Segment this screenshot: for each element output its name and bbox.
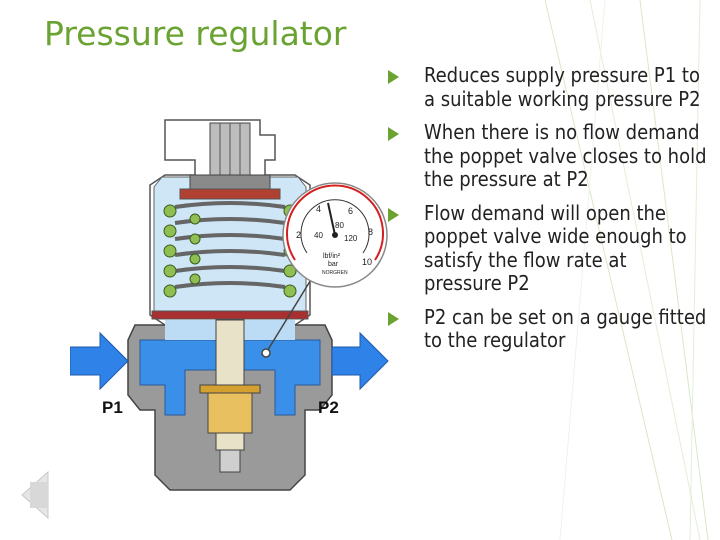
gauge-brand: NORGREN: [322, 270, 348, 276]
bullet-text: Flow demand will open the poppet valve w…: [424, 200, 687, 295]
gauge-tick-bar: 4: [316, 204, 321, 214]
poppet-valve: [199, 319, 261, 473]
gauge-unit-psi: lbf/in²: [323, 253, 341, 260]
lower-chamber: [139, 339, 321, 416]
bullet-item: When there is no flow demand the poppet …: [388, 120, 708, 192]
gauge-tick-bar: 6: [348, 206, 353, 216]
gauge-unit-bar: bar: [328, 261, 339, 268]
back-arrow-icon[interactable]: [20, 470, 50, 520]
pressure-regulator-diagram: 2 4 6 8 10 40 80 120 lbf/in² bar NORGREN…: [70, 119, 389, 491]
gauge-tick-psi: 80: [335, 221, 344, 230]
inlet-label: P1: [102, 398, 123, 417]
inlet-flow-arrow: [70, 331, 129, 391]
outlet-label: P2: [318, 398, 339, 417]
gauge-tick-bar: 8: [368, 227, 373, 237]
spring-plate: [179, 188, 281, 200]
bullet-item: Flow demand will open the poppet valve w…: [388, 200, 708, 296]
bullet-text: When there is no flow demand the poppet …: [424, 120, 707, 191]
bullet-list: Reduces supply pressure P1 to a suitable…: [388, 63, 708, 363]
bullet-arrow-icon: [388, 70, 399, 84]
gauge-tick-bar: 10: [362, 257, 372, 267]
slide-title: Pressure regulator: [44, 14, 347, 53]
bullet-item: Reduces supply pressure P1 to a suitable…: [388, 63, 708, 111]
gauge-tick-bar: 2: [296, 230, 301, 240]
bullet-text: Reduces supply pressure P1 to a suitable…: [424, 63, 701, 111]
gauge-tick-psi: 40: [314, 231, 323, 240]
diaphragm: [151, 310, 309, 320]
bullet-arrow-icon: [388, 207, 399, 222]
bullet-text: P2 can be set on a gauge fitted to the r…: [424, 304, 707, 352]
adjusting-knob: [189, 122, 271, 190]
pressure-gauge: 2 4 6 8 10 40 80 120 lbf/in² bar NORGREN: [282, 182, 388, 288]
bullet-arrow-icon: [388, 127, 399, 141]
gauge-tick-psi: 120: [344, 234, 358, 243]
bullet-arrow-icon: [388, 311, 399, 326]
main-spring: [174, 201, 286, 289]
outlet-flow-arrow: [331, 331, 389, 391]
bullet-item: P2 can be set on a gauge fitted to the r…: [388, 304, 708, 353]
